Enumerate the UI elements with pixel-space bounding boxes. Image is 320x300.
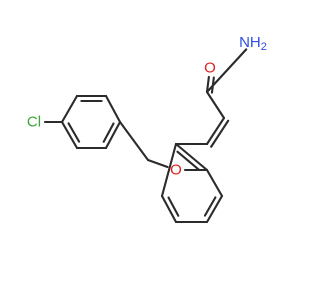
- bond-11: [205, 194, 224, 224]
- molecule-structure: Cl O O NH2: [27, 34, 267, 224]
- structure-canvas: Cl O O NH2: [26, 33, 267, 224]
- bond-17-second: [210, 119, 230, 148]
- bond-6: [60, 120, 79, 150]
- bond-1: [60, 94, 79, 124]
- bond-13: [160, 194, 178, 224]
- bond-15: [174, 142, 209, 172]
- bond-20: [205, 48, 248, 94]
- bond-19: [205, 75, 210, 94]
- atom-amide-nitrogen: NH2: [239, 34, 267, 54]
- bond-10: [205, 168, 224, 198]
- bond-18: [205, 90, 226, 120]
- bond-13-inner: [167, 196, 180, 217]
- bond-7: [118, 120, 150, 162]
- bond-11-inner: [203, 196, 217, 217]
- bond-4: [104, 120, 122, 150]
- bond-17: [205, 116, 226, 146]
- bond-6-inner: [67, 122, 81, 143]
- atom-ether-oxygen: O: [170, 162, 182, 179]
- atom-chlorine: Cl: [27, 114, 41, 131]
- bond-8: [146, 158, 169, 169]
- atom-carbonyl-oxygen: O: [204, 60, 216, 77]
- bond-14: [160, 142, 178, 198]
- amide-nitrogen-label: NH: [239, 34, 261, 51]
- bond-layer: [43, 48, 248, 224]
- bond-4-inner: [102, 122, 115, 143]
- bond-3: [104, 94, 122, 124]
- amide-nitrogen-subscript: 2: [261, 41, 267, 53]
- bond-15-inner: [176, 150, 201, 171]
